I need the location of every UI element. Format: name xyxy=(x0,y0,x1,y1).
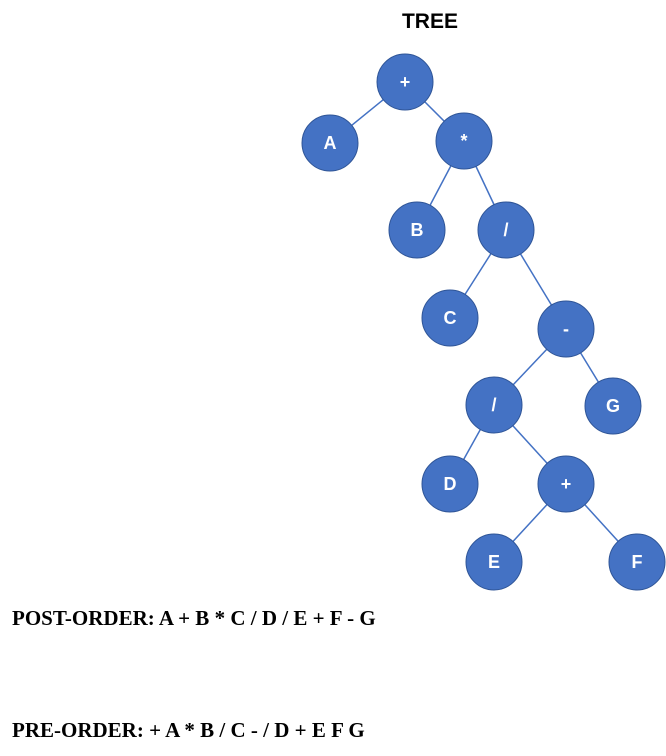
tree-node: G xyxy=(584,377,642,435)
tree-node-circle xyxy=(537,300,595,358)
tree-node: C xyxy=(421,289,479,347)
tree-node: * xyxy=(435,112,493,170)
tree-nodes: + A * B / C - / G D + E F xyxy=(301,53,666,591)
tree-node: E xyxy=(465,533,523,591)
tree-node-label: + xyxy=(400,72,411,92)
tree-node-label: / xyxy=(491,395,496,415)
tree-node-circle xyxy=(301,114,359,172)
tree-node-circle xyxy=(388,201,446,259)
tree-node: + xyxy=(537,455,595,513)
tree-node: D xyxy=(421,455,479,513)
tree-title: TREE xyxy=(401,10,458,33)
tree-node-label: / xyxy=(503,220,508,240)
tree-node-label: A xyxy=(324,133,337,153)
tree-node-circle xyxy=(465,533,523,591)
tree-node-circle xyxy=(421,455,479,513)
tree-node: - xyxy=(537,300,595,358)
tree-node: A xyxy=(301,114,359,172)
tree-node: F xyxy=(608,533,666,591)
tree-node-label: - xyxy=(563,319,569,339)
tree-node: / xyxy=(465,376,523,434)
tree-node-circle xyxy=(608,533,666,591)
tree-node-circle xyxy=(435,112,493,170)
tree-node: B xyxy=(388,201,446,259)
tree-node: / xyxy=(477,201,535,259)
tree-node-label: E xyxy=(488,552,500,572)
tree-node-label: F xyxy=(632,552,643,572)
tree-node-circle xyxy=(584,377,642,435)
tree-node-circle xyxy=(537,455,595,513)
tree-node-circle xyxy=(376,53,434,111)
tree-node-label: G xyxy=(606,396,620,416)
tree-node-label: * xyxy=(460,131,467,151)
tree-node-label: C xyxy=(444,308,457,328)
post-order-traversal: POST-ORDER: A + B * C / D / E + F - G xyxy=(12,606,376,630)
tree-node-circle xyxy=(477,201,535,259)
tree-node-circle xyxy=(421,289,479,347)
pre-order-traversal: PRE-ORDER: + A * B / C - / D + E F G xyxy=(12,718,365,742)
tree-node-label: D xyxy=(444,474,457,494)
tree-diagram: + A * B / C - / G D + E F xyxy=(301,53,666,591)
tree-node-circle xyxy=(465,376,523,434)
tree-node-label: + xyxy=(561,474,572,494)
tree-node-label: B xyxy=(411,220,424,240)
tree-node: + xyxy=(376,53,434,111)
